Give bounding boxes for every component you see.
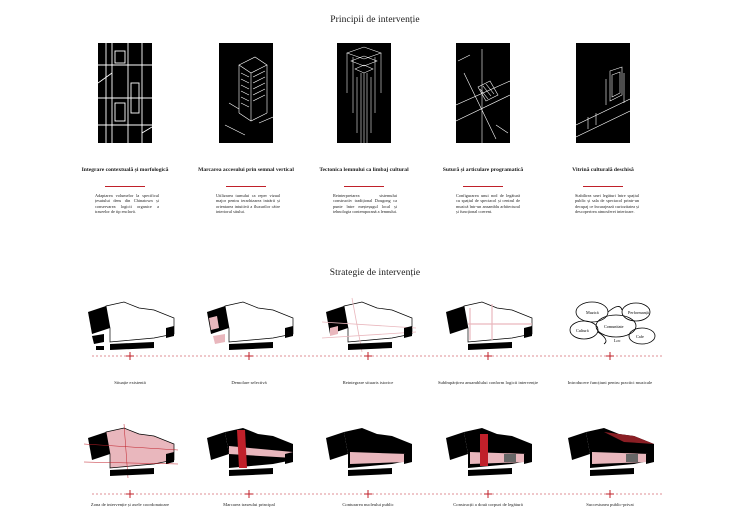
strategy-caption-1-1: Situație existentă [114,380,146,385]
bubble-label-6: Loc [614,338,621,343]
principle-divider-4 [463,186,503,188]
strategy-caption-2-5: Succesiunea public-privat [586,502,634,507]
principle-panel-2 [219,43,273,143]
context-pattern-drawing [98,43,152,143]
strategy-caption-1-5: Introducere funcțiuni pentru practici mu… [567,380,653,385]
principle-divider-1 [105,186,145,188]
strategy-caption-2-3: Conturarea nucleului public [342,502,394,507]
timeline-row-2 [92,490,662,498]
principle-text-1: Adaptarea volumelor la specificul țesutu… [95,193,159,215]
vertical-signal-drawing [224,56,273,136]
bubble-label-2: Cultură [576,328,589,333]
principle-panel-1 [98,43,152,143]
strategy-diagram-2-4 [446,428,532,476]
bubble-label-5: Cafe [636,334,644,339]
bubble-label-1: Muzică [586,310,599,315]
principle-divider-5 [583,186,623,188]
timeline-row-1 [92,352,662,360]
strategy-diagram-1-4 [446,301,533,350]
strategy-diagram-2-1 [83,423,179,479]
cultural-window-drawing [576,66,630,138]
principle-title-2: Marcarea accesului prin semnal vertical [198,167,294,173]
principle-text-3: Reinterpretarea sistemului constructiv t… [333,193,397,215]
principle-title-4: Sutură și articulare programatică [442,167,524,173]
strategy-diagram-1-3 [321,297,417,353]
principle-text-5: Stabilirea unei legături între spațiul p… [575,193,639,215]
strategy-diagram-2-3 [326,428,412,476]
strategy-caption-2-2: Marcarea traseului principal [223,502,275,507]
strategy-diagram-2-5 [568,428,654,476]
bubble-label-3: Comunitate [604,324,624,329]
strategy-caption-1-2: Demolare selectivă [231,380,267,385]
principle-text-4: Configurarea unui nod de legătură cu spa… [456,193,520,215]
principle-panel-5 [576,43,630,143]
strategy-caption-1-4: Subîmpărțirea ansamblului conform logici… [437,380,538,385]
strategy-diagram-1-1 [88,301,175,350]
strategy-caption-1-3: Reintegrare situaris istorice [342,380,394,385]
strategy-caption-2-1: Zona de intervenție și axele coordonatoa… [90,502,170,507]
principle-title-1: Integrare contextuală și morfologică [81,167,169,173]
principle-panel-4 [456,43,510,143]
principle-title-5: Vitrină culturală deschisă [572,167,634,173]
principle-divider-2 [226,186,266,188]
strategy-diagram-2-2 [207,428,293,476]
principle-text-2: Utilizarea turnului ca reper vizual majo… [216,193,280,215]
strategy-title: Strategie de intervenție [329,268,421,278]
strategy-caption-2-4: Construcții a două corpuri de legătură [453,502,523,507]
principle-divider-3 [344,186,384,188]
principle-panel-3 [337,43,391,143]
principle-title-3: Tectonica lemnului ca limbaj cultural [319,167,409,173]
principles-title: Principii de intervenție [330,15,420,25]
strategy-diagram-1-5: Muzică Cultură Comunitate Performanță Ca… [569,301,656,345]
dougong-drawing [346,46,382,143]
suture-drawing [456,49,510,143]
strategy-diagram-1-2 [207,301,294,350]
bubble-label-4: Performanță [628,310,649,315]
